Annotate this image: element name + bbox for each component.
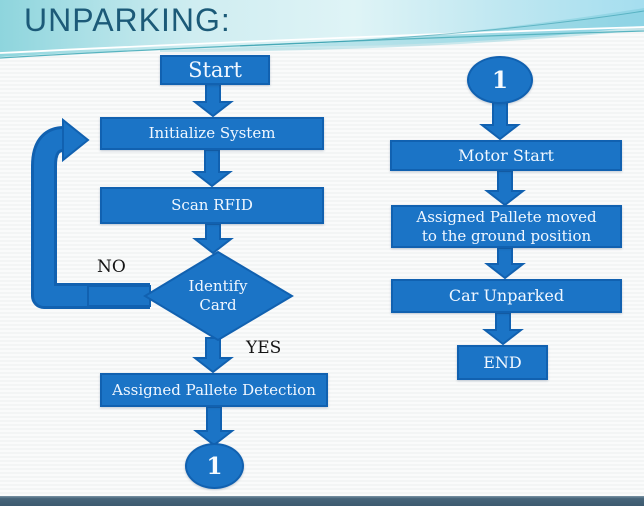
bottom-bar-decoration <box>0 496 644 506</box>
node-end-label: END <box>483 352 522 372</box>
node-start: Start <box>160 55 270 85</box>
node-identify-card-label: Identify Card <box>188 276 248 315</box>
node-car-unparked: Car Unparked <box>391 279 622 313</box>
connector-1-left-label: 1 <box>206 452 223 480</box>
arrow-initialize-to-scan <box>191 149 233 188</box>
node-scan-rfid: Scan RFID <box>100 187 324 224</box>
decision-diamond <box>143 250 294 342</box>
node-end: END <box>457 345 548 380</box>
node-initialize-system: Initialize System <box>100 117 324 150</box>
no-connector-bar <box>87 285 151 307</box>
arrow-pallete-to-connector <box>193 406 235 447</box>
arrow-start-to-initialize <box>192 83 234 118</box>
connector-1-right-label: 1 <box>491 66 508 94</box>
swoosh-line-dark <box>239 10 644 47</box>
node-pallete-moved: Assigned Pallete moved to the ground pos… <box>391 205 622 248</box>
arrow-decision-to-pallete <box>192 337 234 374</box>
branch-no-label: NO <box>97 257 126 277</box>
arrow-motor-to-moved <box>484 170 526 207</box>
node-pallete-detection-label: Assigned Pallete Detection <box>112 380 316 399</box>
arrow-moved-to-unparked <box>484 247 526 280</box>
arrow-scan-to-decision <box>192 223 234 255</box>
node-motor-start: Motor Start <box>390 140 622 171</box>
node-initialize-system-label: Initialize System <box>148 124 276 143</box>
node-car-unparked-label: Car Unparked <box>448 286 565 305</box>
swoosh-band <box>0 0 644 57</box>
arrow-connector-to-motor <box>479 100 521 141</box>
connector-1-left: 1 <box>185 443 244 489</box>
swoosh-line-white <box>0 26 644 54</box>
node-start-label: Start <box>188 57 242 82</box>
node-scan-rfid-label: Scan RFID <box>171 196 253 215</box>
node-pallete-detection: Assigned Pallete Detection <box>100 373 328 407</box>
loop-back-arrow <box>31 117 150 309</box>
node-pallete-moved-label: Assigned Pallete moved to the ground pos… <box>416 207 597 245</box>
node-motor-start-label: Motor Start <box>458 145 554 165</box>
top-swoosh-decoration <box>0 0 644 59</box>
slide-title: UNPARKING: <box>24 2 231 38</box>
connector-1-right: 1 <box>467 56 533 104</box>
arrow-unparked-to-end <box>482 312 524 346</box>
branch-yes-label: YES <box>246 338 282 358</box>
